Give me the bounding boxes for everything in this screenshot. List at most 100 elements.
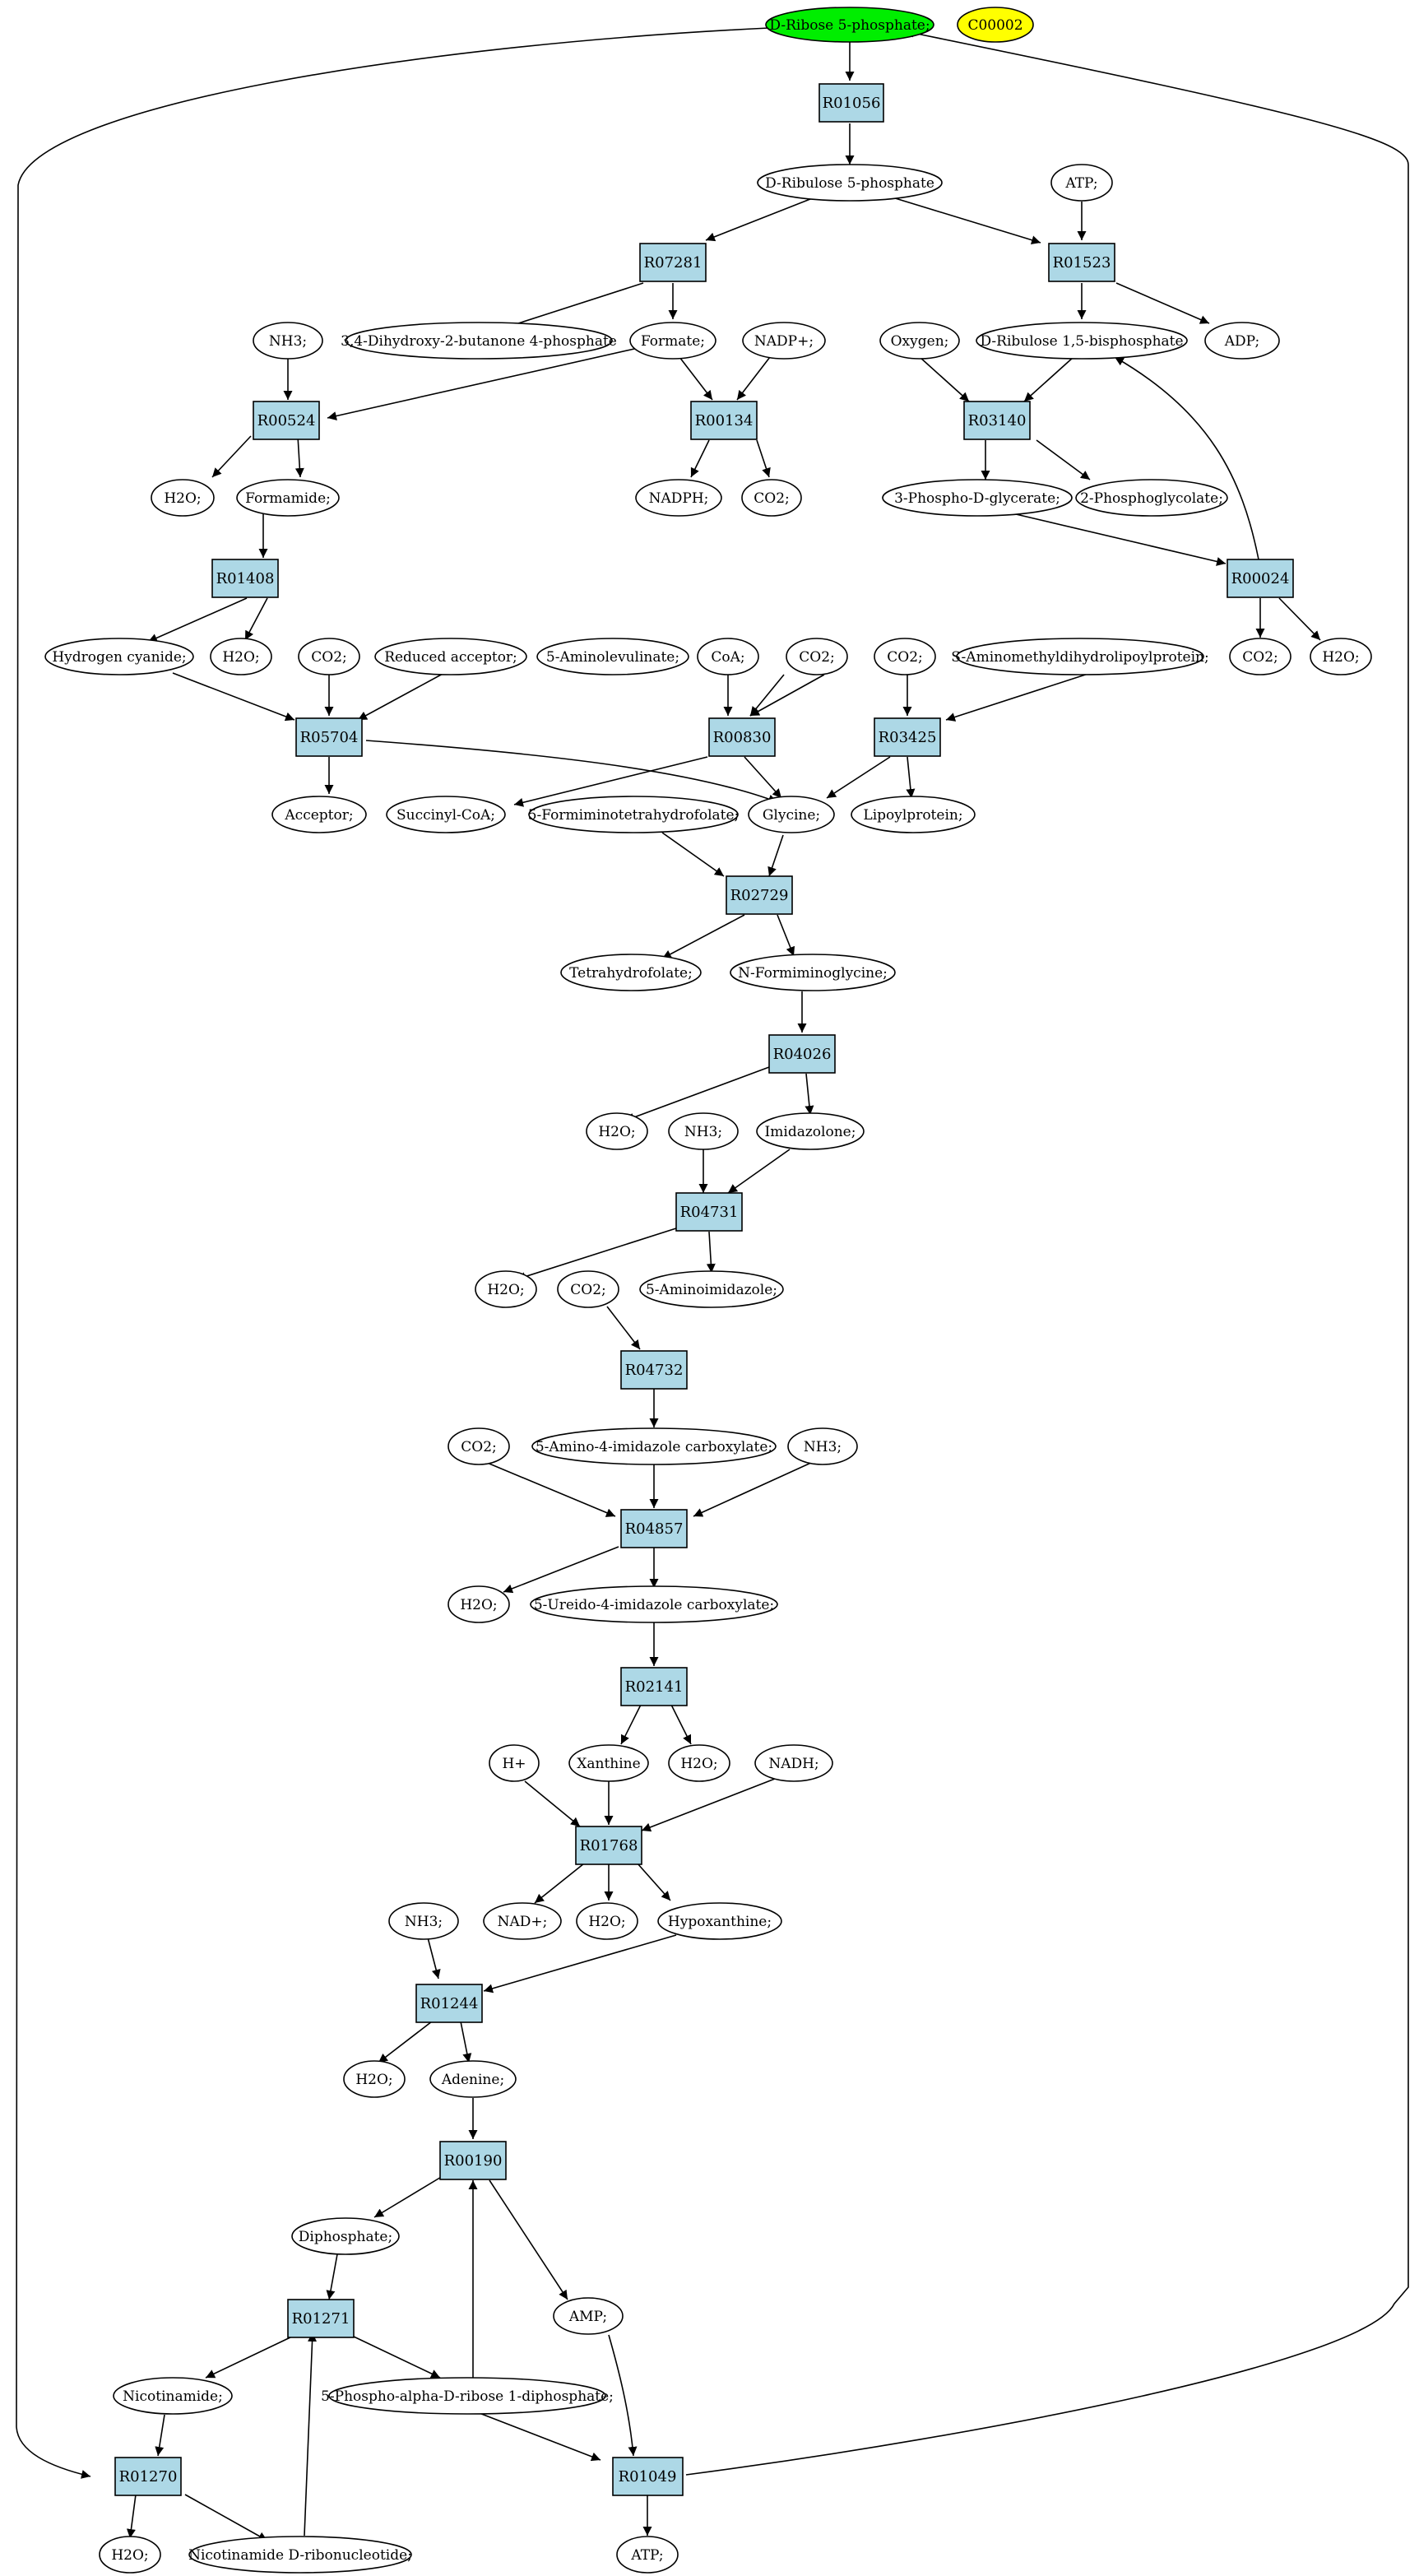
compound-node[interactable]: CO2; — [1229, 638, 1291, 675]
reaction-box[interactable]: R01271 — [287, 2299, 355, 2338]
compound-node[interactable]: H2O; — [99, 2536, 161, 2574]
compound-label: H2O; — [460, 1597, 497, 1613]
reaction-box[interactable]: R02729 — [726, 875, 793, 915]
reaction-box[interactable]: R03140 — [963, 401, 1031, 440]
reaction-box[interactable]: R00024 — [1227, 559, 1294, 598]
reaction-label: R00830 — [713, 729, 772, 746]
compound-label: AMP; — [568, 2309, 607, 2325]
edge — [147, 597, 248, 643]
reaction-box[interactable]: R01244 — [415, 1984, 483, 2023]
compound-node[interactable]: Imidazolone; — [756, 1112, 865, 1150]
compound-node[interactable]: CO2; — [557, 1270, 619, 1308]
reaction-box[interactable]: R01270 — [114, 2457, 182, 2496]
compound-node[interactable]: 5-Aminolevulinate; — [536, 638, 689, 675]
compound-node[interactable]: NAD+; — [483, 1902, 562, 1940]
compound-node[interactable]: H2O; — [343, 2060, 406, 2098]
compound-node[interactable]: Reduced acceptor; — [374, 638, 527, 675]
compound-node[interactable]: H2O; — [1310, 638, 1372, 675]
compound-node[interactable]: H2O; — [210, 638, 272, 675]
edge — [357, 672, 445, 721]
compound-node[interactable]: NH3; — [787, 1427, 858, 1465]
compound-node[interactable]: ATP; — [616, 2536, 679, 2574]
compound-node[interactable]: NH3; — [253, 322, 323, 360]
compound-node[interactable]: Oxygen; — [879, 322, 960, 360]
compound-node[interactable]: D-Ribulose 5-phosphate — [757, 164, 943, 202]
compound-node[interactable]: Tetrahydrofolate; — [560, 954, 702, 991]
reaction-box[interactable]: R02141 — [620, 1667, 688, 1706]
edge — [503, 1546, 619, 1594]
compound-node[interactable]: Hydrogen cyanide; — [44, 638, 194, 675]
compound-node[interactable]: H2O; — [668, 1744, 730, 1782]
reaction-box[interactable]: R04732 — [620, 1350, 688, 1390]
compound-node[interactable]: 2-Phosphoglycolate; — [1075, 479, 1228, 517]
reaction-box[interactable]: R04731 — [675, 1192, 743, 1232]
compound-node[interactable]: 3,4-Dihydroxy-2-butanone 4-phosphate — [341, 322, 617, 360]
reaction-box[interactable]: R00524 — [253, 401, 320, 440]
reaction-box[interactable]: R04026 — [768, 1034, 836, 1074]
compound-node[interactable]: NADPH; — [635, 479, 722, 517]
compound-node[interactable]: D-Ribulose 1,5-bisphosphate — [976, 322, 1188, 360]
compound-node[interactable]: C00002 — [957, 7, 1034, 43]
reaction-box[interactable]: R05704 — [295, 717, 363, 757]
compound-node[interactable]: 5-Formiminotetrahydrofolate; — [528, 796, 740, 833]
compound-node[interactable]: Nicotinamide; — [113, 2377, 233, 2415]
reaction-box[interactable]: R01523 — [1048, 243, 1115, 282]
compound-node[interactable]: Adenine; — [429, 2060, 517, 2098]
compound-node[interactable]: AMP; — [553, 2297, 624, 2335]
compound-node[interactable]: N-Formiminoglycine; — [730, 954, 896, 991]
edge — [1114, 356, 1259, 560]
compound-node[interactable]: Formamide; — [236, 479, 340, 517]
reaction-label: R01408 — [216, 570, 275, 587]
compound-node[interactable]: NADH; — [754, 1744, 833, 1782]
compound-node[interactable]: H2O; — [475, 1270, 537, 1308]
compound-node[interactable]: Succinyl-CoA; — [386, 796, 506, 833]
reaction-box[interactable]: R03425 — [874, 717, 941, 757]
compound-label: NADH; — [768, 1756, 818, 1772]
reaction-box[interactable]: R04857 — [620, 1509, 688, 1548]
compound-label: Reduced acceptor; — [384, 649, 517, 666]
compound-node[interactable]: NH3; — [668, 1112, 739, 1150]
compound-node[interactable]: CO2; — [447, 1427, 510, 1465]
compound-node[interactable]: ATP; — [1050, 164, 1113, 202]
reaction-box[interactable]: R00134 — [690, 401, 758, 440]
compound-node[interactable]: Lipoylprotein; — [851, 796, 976, 833]
compound-node[interactable]: H+ — [489, 1744, 540, 1782]
reaction-box[interactable]: R01049 — [612, 2457, 684, 2496]
reaction-box[interactable]: R01768 — [575, 1826, 642, 1865]
compound-node[interactable]: CoA; — [697, 638, 759, 675]
compound-node[interactable]: D-Ribose 5-phosphate; — [765, 7, 934, 43]
reaction-box[interactable]: R00190 — [439, 2141, 507, 2180]
compound-node[interactable]: 5-Ureido-4-imidazole carboxylate; — [530, 1585, 778, 1623]
compound-node[interactable]: NH3; — [388, 1902, 459, 1940]
reaction-box[interactable]: R00830 — [708, 717, 776, 757]
edge — [608, 2334, 638, 2457]
edge — [693, 1461, 814, 1517]
compound-node[interactable]: S-Aminomethyldihydrolipoylprotein; — [951, 638, 1209, 675]
reaction-label: R01523 — [1053, 254, 1111, 272]
compound-node[interactable]: Xanthine — [568, 1744, 649, 1782]
compound-node[interactable]: Nicotinamide D-ribonucleotide; — [188, 2536, 412, 2574]
reaction-box[interactable]: R01408 — [211, 559, 279, 598]
reaction-box[interactable]: R01056 — [818, 83, 884, 123]
compound-node[interactable]: NADP+; — [742, 322, 826, 360]
compound-node[interactable]: Diphosphate; — [291, 2217, 400, 2255]
compound-node[interactable]: Hypoxanthine; — [657, 1902, 782, 1940]
compound-node[interactable]: Acceptor; — [271, 796, 367, 833]
compound-node[interactable]: ADP; — [1204, 322, 1280, 360]
reaction-label: R00134 — [695, 412, 754, 429]
compound-node[interactable]: 5-Amino-4-imidazole carboxylate; — [531, 1427, 777, 1465]
compound-node[interactable]: CO2; — [741, 479, 802, 517]
compound-node[interactable]: 5-Phospho-alpha-D-ribose 1-diphosphate; — [321, 2377, 614, 2415]
compound-node[interactable]: Formate; — [629, 322, 716, 360]
compound-node[interactable]: H2O; — [576, 1902, 638, 1940]
compound-node[interactable]: 5-Aminoimidazole; — [639, 1270, 784, 1308]
compound-node[interactable]: 3-Phospho-D-glycerate; — [882, 479, 1073, 517]
compound-node[interactable]: H2O; — [151, 479, 215, 517]
compound-node[interactable]: CO2; — [786, 638, 848, 675]
compound-node[interactable]: H2O; — [586, 1112, 648, 1150]
compound-node[interactable]: CO2; — [298, 638, 360, 675]
compound-node[interactable]: H2O; — [447, 1585, 510, 1623]
compound-node[interactable]: CO2; — [874, 638, 936, 675]
reaction-box[interactable]: R07281 — [639, 243, 707, 282]
compound-node[interactable]: Glycine; — [748, 796, 835, 833]
